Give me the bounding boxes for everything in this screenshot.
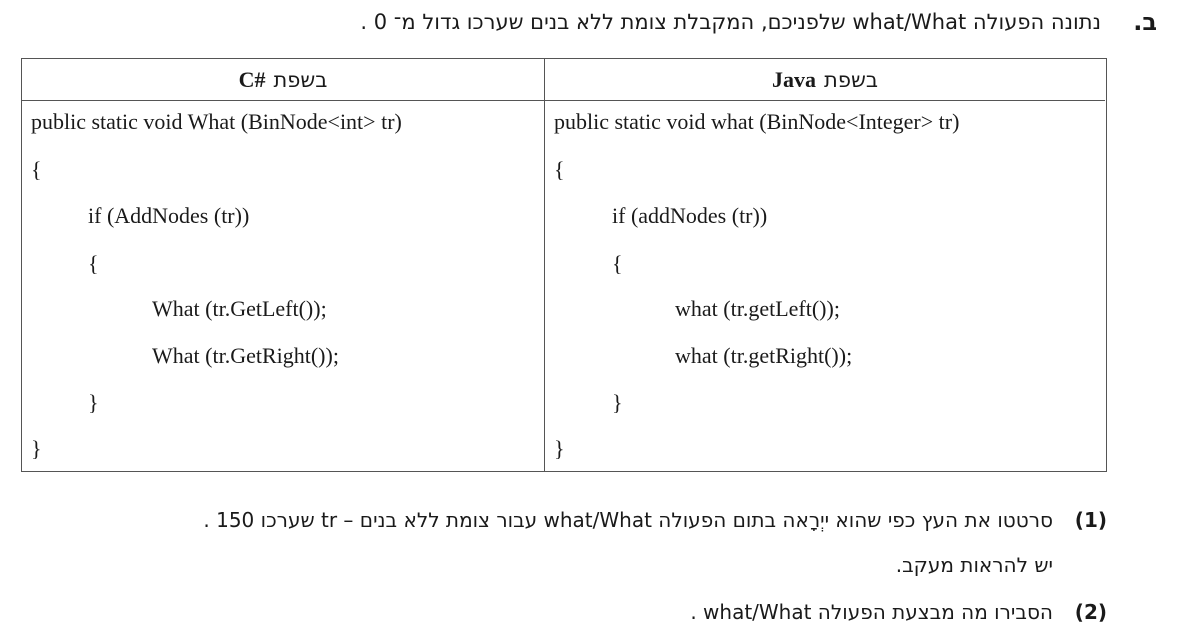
code-line: what (tr.getLeft()); <box>675 296 840 321</box>
code-table: בשפת C# public static void What (BinNode… <box>21 58 1107 472</box>
subquestion-text: הסבירו מה מבצעת הפעולה what/What . <box>690 600 1053 624</box>
subquestion-number: (2) <box>1074 600 1107 624</box>
csharp-column: בשפת C# public static void What (BinNode… <box>22 59 544 471</box>
code-line: { <box>612 251 623 276</box>
code-line: if (AddNodes (tr)) <box>88 203 250 228</box>
subquestion-text: סרטטו את העץ כפי שהוא ייְרָאה בתום הפעול… <box>203 508 1053 532</box>
code-line: { <box>31 157 42 182</box>
csharp-header-prefix: בשפת <box>273 67 328 92</box>
subquestion-number: (1) <box>1074 508 1107 532</box>
java-header: בשפת Java <box>545 59 1105 101</box>
question-intro: נתונה הפעולה what/What שלפניכם, המקבלת צ… <box>360 10 1101 34</box>
code-line: What (tr.GetLeft()); <box>152 296 327 321</box>
java-header-lang: Java <box>772 66 817 92</box>
code-line: } <box>612 390 623 415</box>
code-line: } <box>554 436 565 461</box>
csharp-header-lang: C# <box>238 66 266 92</box>
question-label: ב. <box>1133 8 1157 36</box>
code-line: { <box>88 251 99 276</box>
code-line: public static void what (BinNode<Integer… <box>554 109 960 134</box>
code-line: if (addNodes (tr)) <box>612 203 768 228</box>
code-line: } <box>31 436 42 461</box>
java-header-prefix: בשפת <box>824 67 878 92</box>
code-line: what (tr.getRight()); <box>675 343 853 368</box>
code-line: } <box>88 390 99 415</box>
code-line: public static void What (BinNode<int> tr… <box>31 109 402 134</box>
code-line: What (tr.GetRight()); <box>152 343 339 368</box>
java-column: בשפת Java public static void what (BinNo… <box>544 59 1105 471</box>
csharp-header: בשפת C# <box>22 59 544 101</box>
code-line: { <box>554 157 565 182</box>
subquestion-text-continued: יש להראות מעקב. <box>895 553 1053 577</box>
